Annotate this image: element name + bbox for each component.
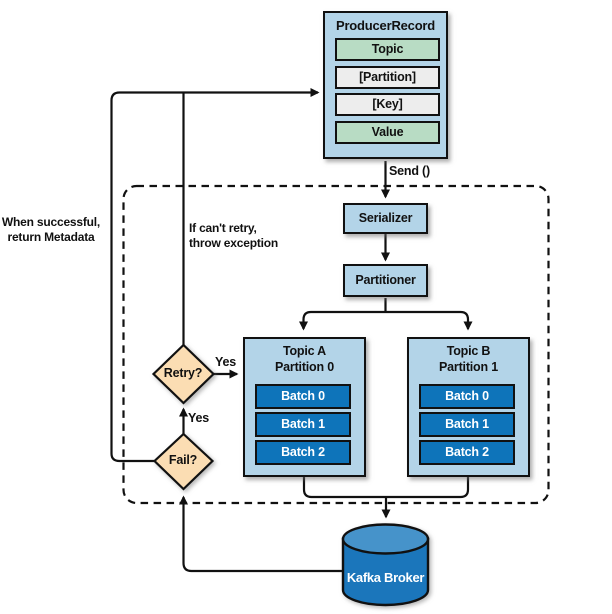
topic-b-batches: Batch 0 Batch 1 Batch 2 xyxy=(419,384,515,465)
partition-title: Topic B Partition 1 xyxy=(409,339,528,375)
partition-0-line: Partition 0 xyxy=(275,360,334,374)
batch-row: Batch 1 xyxy=(255,412,351,437)
fail-diamond xyxy=(152,432,215,491)
success-metadata-arrow xyxy=(110,88,320,463)
branch-to-topic-a-arrow xyxy=(299,310,386,331)
producer-record-fields: Topic [Partition] [Key] Value xyxy=(325,38,446,144)
producer-record-title: ProducerRecord xyxy=(335,18,436,33)
cylinder-top-ellipse xyxy=(341,523,430,555)
partition-title: Topic A Partition 0 xyxy=(245,339,364,375)
field-key: [Key] xyxy=(335,93,440,117)
cant-retry-note-line1: If can't retry, xyxy=(189,221,257,235)
success-note-line2: return Metadata xyxy=(7,230,95,244)
batch-row: Batch 2 xyxy=(255,440,351,465)
producer-boundary-dashed-box xyxy=(122,184,550,505)
batch-row: Batch 1 xyxy=(419,412,515,437)
success-note-line1: When successful, xyxy=(1,215,101,229)
batch-row: Batch 0 xyxy=(255,384,351,409)
yes-label-retry: Yes xyxy=(215,355,236,369)
retry-diamond xyxy=(151,343,216,405)
topic-b-merge-line xyxy=(386,477,470,499)
branch-to-topic-b-arrow xyxy=(385,310,473,331)
producer-record-box: ProducerRecord Topic [Partition] [Key] V… xyxy=(323,11,448,159)
topic-a-batches: Batch 0 Batch 1 Batch 2 xyxy=(255,384,351,465)
yes-label-fail: Yes xyxy=(188,411,209,425)
success-note: When successful, return Metadata xyxy=(1,215,101,245)
field-value: Value xyxy=(335,120,440,144)
batch-row: Batch 2 xyxy=(419,440,515,465)
fail-diamond-label: Fail? xyxy=(168,453,198,467)
topic-a-line: Topic A xyxy=(282,344,327,358)
field-partition: [Partition] xyxy=(335,65,440,89)
serializer-box: Serializer xyxy=(343,203,428,234)
broker-to-fail-arrow xyxy=(179,495,343,573)
retry-diamond-label: Retry? xyxy=(163,366,203,380)
batch-row: Batch 0 xyxy=(419,384,515,409)
kafka-broker-cylinder xyxy=(341,523,430,607)
cant-retry-note: If can't retry, throw exception xyxy=(189,221,278,251)
kafka-broker-label: Kafka Broker xyxy=(346,570,425,585)
field-topic: Topic xyxy=(335,38,440,61)
topic-a-merge-line xyxy=(302,477,386,499)
send-label: Send () xyxy=(389,164,430,178)
topic-b-line: Topic B xyxy=(446,344,491,358)
partitioner-box: Partitioner xyxy=(343,264,428,297)
topic-b-partition-box: Topic B Partition 1 Batch 0 Batch 1 Batc… xyxy=(407,337,530,477)
partition-1-line: Partition 1 xyxy=(439,360,498,374)
topic-a-partition-box: Topic A Partition 0 Batch 0 Batch 1 Batc… xyxy=(243,337,366,477)
cant-retry-note-line2: throw exception xyxy=(189,236,279,250)
